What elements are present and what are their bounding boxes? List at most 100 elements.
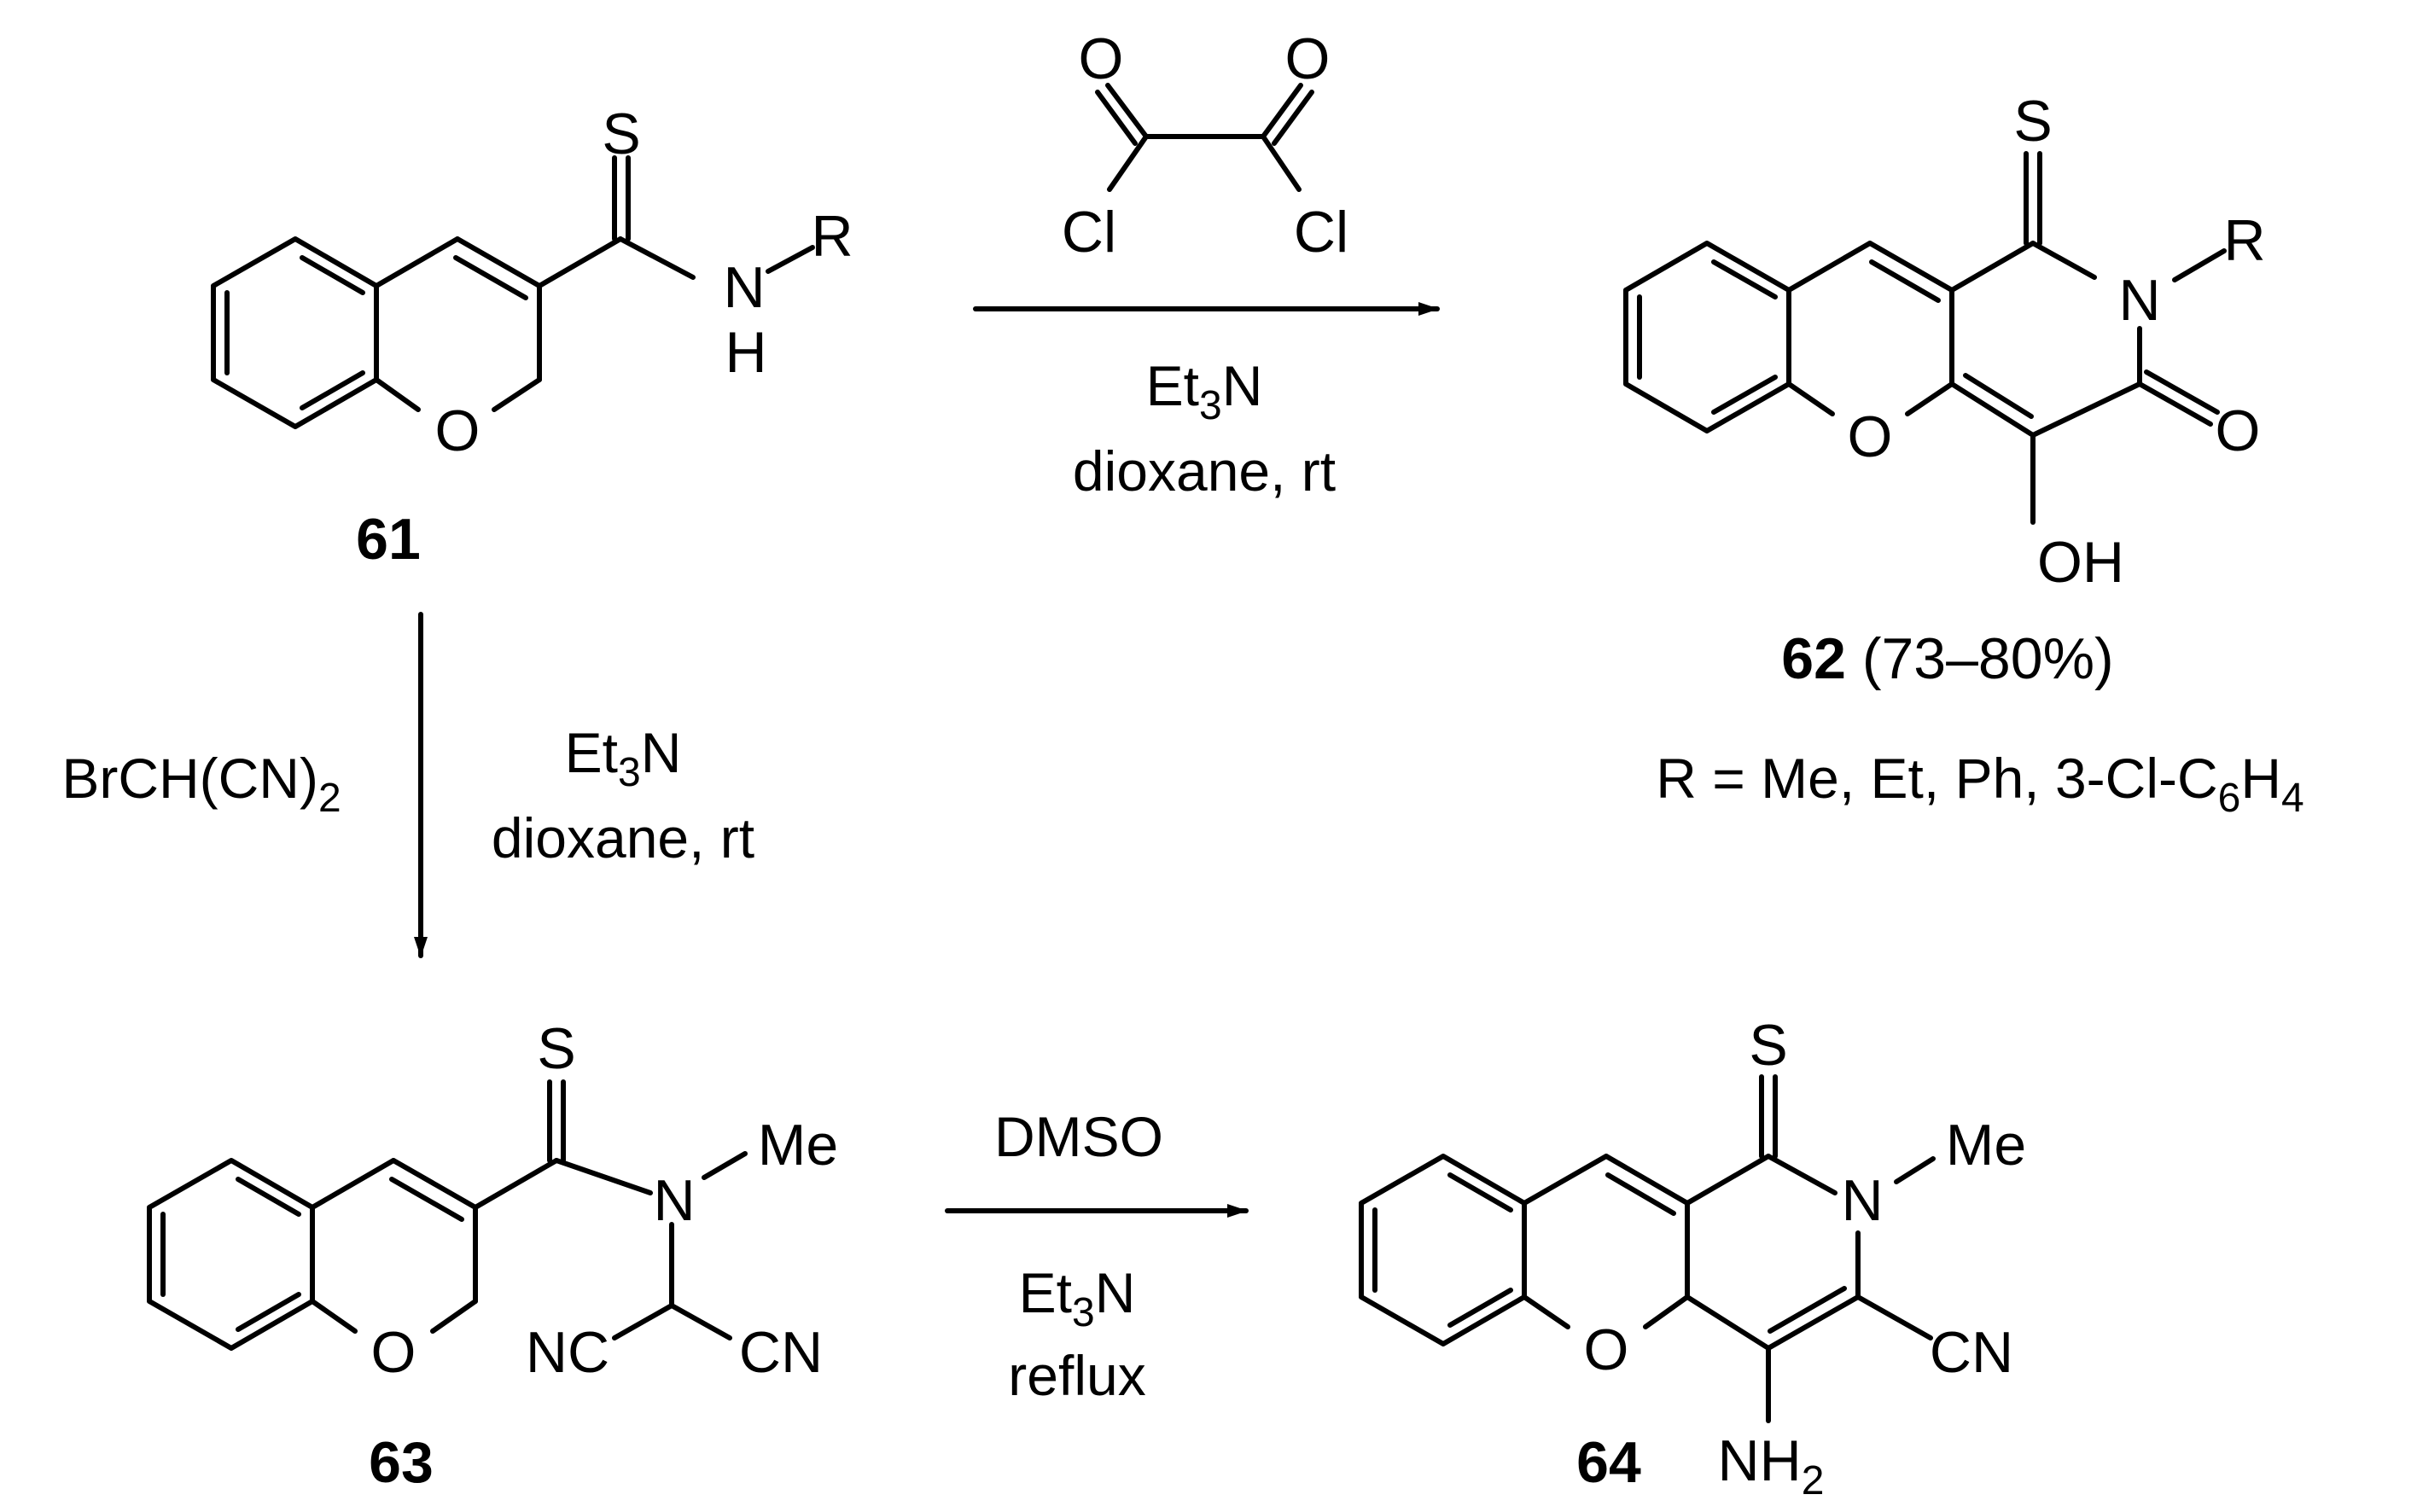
pyridine-double-bond bbox=[1766, 1294, 1861, 1351]
oxygen-label: O bbox=[1285, 26, 1331, 91]
aromatic-inner-bond bbox=[236, 1177, 301, 1217]
aromatic-inner-bond bbox=[1447, 1172, 1513, 1213]
sulfur-label: S bbox=[1749, 1013, 1787, 1078]
ring-oxygen-label: O bbox=[1848, 404, 1893, 469]
n-r-bond bbox=[2172, 248, 2227, 282]
amide-bond bbox=[554, 1158, 653, 1195]
carbonyl-bond bbox=[1095, 90, 1138, 146]
nitrile-label: NC bbox=[526, 1320, 609, 1385]
compound-61-structure: S N H R O bbox=[211, 102, 853, 463]
c-cn-bond bbox=[1855, 1294, 1933, 1340]
enol-double-bond-inner bbox=[1963, 373, 2034, 419]
enol-double-bond bbox=[1949, 381, 2036, 438]
base-reagent: Et3N bbox=[1019, 1261, 1136, 1335]
aromatic-inner-bond bbox=[236, 1292, 301, 1332]
r-group-label: R bbox=[2223, 208, 2265, 273]
pyran-double-bond bbox=[1604, 1154, 1690, 1206]
base-reagent: Et3N bbox=[1146, 354, 1263, 428]
carbonyl-bond bbox=[1272, 90, 1314, 146]
chlorine-label: Cl bbox=[1294, 200, 1348, 265]
compound-label-61: 61 bbox=[356, 507, 421, 572]
pyran-bond bbox=[1786, 241, 1872, 293]
pyran-double-bond-inner bbox=[389, 1177, 464, 1222]
carbonyl-bond bbox=[1261, 83, 1303, 139]
pyran-double-bond bbox=[455, 236, 542, 288]
n-methyl-bond bbox=[1894, 1156, 1936, 1184]
methyl-label: Me bbox=[1946, 1113, 2026, 1178]
n-r-bond bbox=[766, 245, 815, 274]
methyl-label: Me bbox=[758, 1113, 838, 1178]
aromatic-inner-bond bbox=[1711, 259, 1778, 299]
pyridine-bond bbox=[1766, 1154, 1838, 1195]
bromomalononitrile-reagent: BrCH(CN)2 bbox=[61, 747, 341, 821]
pyran-bond bbox=[1522, 1154, 1609, 1206]
nitrogen-label: N bbox=[2118, 268, 2160, 333]
carbonyl-bond bbox=[1105, 83, 1149, 139]
pyran-bond bbox=[374, 377, 421, 412]
nitrogen-label: N bbox=[723, 255, 765, 320]
solvent-conditions: dioxane, rt bbox=[492, 806, 754, 869]
pyran-bond bbox=[492, 377, 542, 412]
sulfur-label: S bbox=[537, 1016, 575, 1081]
amino-label: NH2 bbox=[1718, 1428, 1825, 1503]
thioamide-bond bbox=[537, 236, 623, 288]
ring-oxygen-label: O bbox=[371, 1320, 416, 1385]
reflux-condition: reflux bbox=[1008, 1344, 1145, 1407]
carbonyl-oxygen-label: O bbox=[2216, 398, 2261, 463]
base-reagent: Et3N bbox=[565, 721, 682, 795]
pyran-bond bbox=[1522, 1294, 1570, 1329]
pyridine-bond bbox=[1949, 241, 2036, 293]
ch-cn-bond bbox=[669, 1303, 732, 1340]
thioamide-bond bbox=[473, 1158, 559, 1210]
pyridine-bond bbox=[1685, 1294, 1771, 1351]
hydrogen-label: H bbox=[725, 320, 766, 385]
pyridine-bond bbox=[2030, 241, 2097, 280]
r-group-label: R bbox=[811, 204, 853, 269]
benzene-ring-61 bbox=[211, 236, 379, 429]
pyran-bond bbox=[1643, 1294, 1690, 1329]
r-group-definition: R = Me, Et, Ph, 3-Cl-C6H4 bbox=[1656, 747, 2303, 821]
compound-63-structure: S N Me O NC CN bbox=[147, 1016, 838, 1385]
pyran-double-bond-inner bbox=[1605, 1172, 1676, 1216]
c-cl-bond bbox=[1107, 134, 1149, 192]
pyran-bond bbox=[310, 1299, 358, 1334]
pyridine-bond bbox=[2030, 381, 2142, 438]
pyridine-bond bbox=[1685, 1154, 1771, 1206]
pyran-bond bbox=[310, 1158, 396, 1210]
pyran-bond bbox=[430, 1299, 478, 1334]
compound-number-62: 62 bbox=[1781, 626, 1846, 691]
dmso-solvent: DMSO bbox=[994, 1105, 1163, 1168]
n-methyl-bond bbox=[702, 1151, 748, 1180]
aromatic-inner-bond bbox=[1711, 375, 1778, 415]
compound-62-structure: S N R O O OH bbox=[1623, 89, 2266, 595]
nitrogen-label: N bbox=[1841, 1168, 1883, 1233]
nitrile-label: CN bbox=[739, 1320, 823, 1385]
carbonyl-bond bbox=[2137, 381, 2213, 427]
c-cl-bond bbox=[1261, 134, 1302, 192]
pyran-double-bond bbox=[391, 1158, 478, 1210]
compound-64-structure: S N Me O CN NH2 bbox=[1359, 1013, 2026, 1503]
pyran-bond bbox=[1786, 381, 1835, 416]
carbonyl-bond bbox=[2144, 369, 2220, 415]
aromatic-inner-bond bbox=[300, 255, 365, 295]
aromatic-inner-bond bbox=[300, 370, 365, 410]
pyran-double-bond bbox=[1867, 241, 1954, 293]
pyridine-double-bond-inner bbox=[1768, 1286, 1847, 1334]
compound-label-64: 64 bbox=[1576, 1430, 1641, 1495]
pyran-bond bbox=[1905, 381, 1954, 416]
compound-label-62: 62 (73–80%) bbox=[1781, 626, 2113, 691]
solvent-conditions: dioxane, rt bbox=[1073, 439, 1336, 503]
aromatic-inner-bond bbox=[1447, 1288, 1513, 1328]
sulfur-label: S bbox=[2013, 89, 2052, 154]
benzene-ring-62 bbox=[1623, 241, 1791, 433]
hydroxyl-label: OH bbox=[2037, 530, 2124, 595]
oxygen-label: O bbox=[1079, 26, 1124, 91]
oxygen-label: O bbox=[435, 398, 480, 463]
pyran-bond bbox=[374, 236, 460, 288]
benzene-ring-63 bbox=[147, 1158, 315, 1351]
sulfur-label: S bbox=[602, 102, 640, 166]
oxalyl-chloride-structure: O O Cl Cl bbox=[1062, 26, 1348, 265]
pyran-double-bond-inner bbox=[453, 255, 528, 300]
compound-label-63: 63 bbox=[369, 1430, 434, 1495]
